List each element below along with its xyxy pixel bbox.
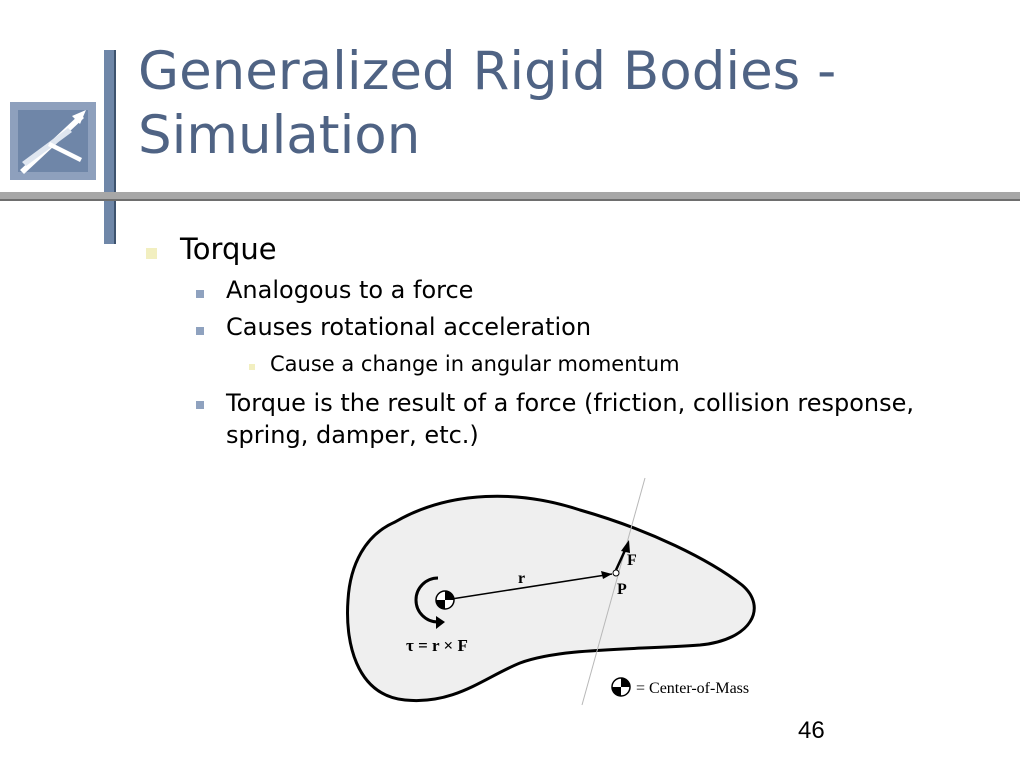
line-of-action	[581, 477, 646, 706]
bullet-marker-level2	[196, 290, 204, 298]
bullet-torque-result-line1: Torque is the result of a force (frictio…	[226, 389, 915, 417]
bullet-torque-result: Torque is the result of a force (frictio…	[226, 387, 914, 451]
label-P: P	[617, 581, 627, 598]
slide-title: Generalized Rigid Bodies - Simulation	[138, 40, 1018, 168]
vector-F-arrowhead	[621, 540, 630, 553]
bullet-marker-level3	[249, 364, 255, 370]
page-number: 46	[798, 717, 825, 744]
legend-text: = Center-of-Mass	[636, 680, 749, 697]
title-divider	[0, 192, 1020, 201]
bullet-analogous: Analogous to a force	[226, 276, 474, 304]
label-r: r	[518, 570, 525, 587]
legend-center-of-mass-icon	[611, 677, 631, 697]
rigid-body-shape	[346, 494, 756, 703]
bullet-angular-momentum: Cause a change in angular momentum	[270, 352, 680, 376]
vector-r	[444, 573, 613, 601]
torque-arrow	[414, 576, 439, 624]
label-F: F	[627, 552, 637, 569]
bullet-rotational-acceleration: Causes rotational acceleration	[226, 313, 592, 341]
bullet-torque: Torque	[180, 232, 277, 266]
feather-logo-icon	[10, 102, 96, 180]
vector-r-arrowhead	[601, 571, 612, 579]
title-line-1: Generalized Rigid Bodies -	[138, 41, 837, 102]
point-P	[612, 569, 620, 577]
torque-arrowhead	[436, 616, 445, 629]
bullet-marker-level2	[196, 327, 204, 335]
center-of-mass-icon	[435, 590, 455, 610]
torque-equation: τ = r × F	[406, 636, 468, 655]
bullet-torque-result-line2: spring, damper, etc.)	[226, 421, 479, 449]
bullet-marker-level2	[196, 401, 204, 409]
title-line-2: Simulation	[138, 105, 421, 166]
bullet-marker-level1	[146, 248, 157, 259]
